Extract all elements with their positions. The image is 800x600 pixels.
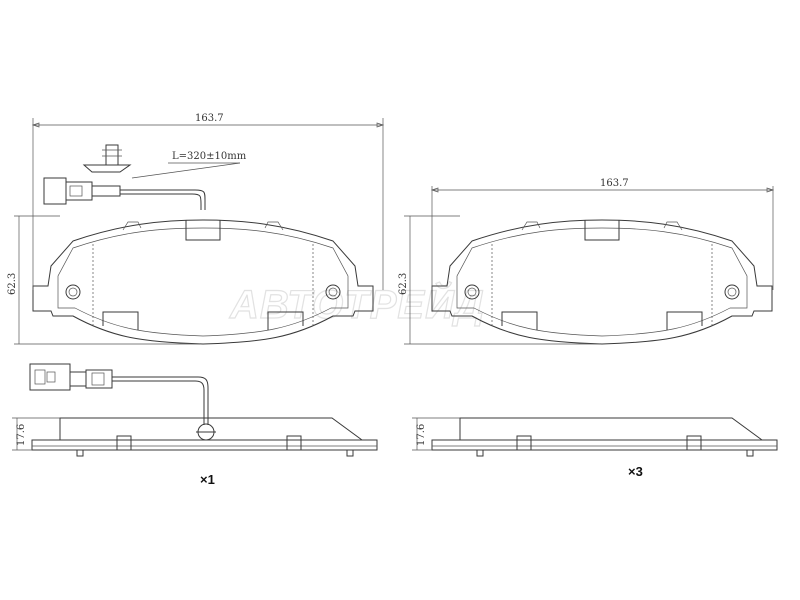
right-height-label: 62.3 bbox=[398, 273, 409, 295]
right-thickness-label: 17.6 bbox=[416, 424, 427, 446]
right-width-dimension: 163.7 bbox=[430, 178, 775, 290]
left-thickness-dimension: 17.6 bbox=[12, 417, 60, 451]
left-width-label: 163.7 bbox=[195, 113, 224, 124]
right-pad-side-view bbox=[431, 417, 778, 457]
wire-length-label: L=320±10mm bbox=[172, 151, 247, 162]
left-thickness-label: 17.6 bbox=[16, 424, 27, 446]
left-width-dimension: 163.7 bbox=[31, 113, 385, 290]
left-quantity: ×1 bbox=[200, 472, 215, 487]
watermark-text: АВТОТРЕЙД bbox=[229, 280, 485, 327]
left-height-dimension: 62.3 bbox=[7, 215, 200, 345]
right-height-dimension: 62.3 bbox=[398, 215, 600, 345]
wear-sensor-top: L=320±10mm bbox=[43, 144, 247, 210]
wear-sensor-bottom bbox=[29, 363, 216, 441]
right-width-label: 163.7 bbox=[600, 178, 629, 189]
left-height-label: 62.3 bbox=[7, 273, 18, 295]
right-thickness-dimension: 17.6 bbox=[412, 417, 460, 451]
right-quantity: ×3 bbox=[628, 464, 643, 479]
